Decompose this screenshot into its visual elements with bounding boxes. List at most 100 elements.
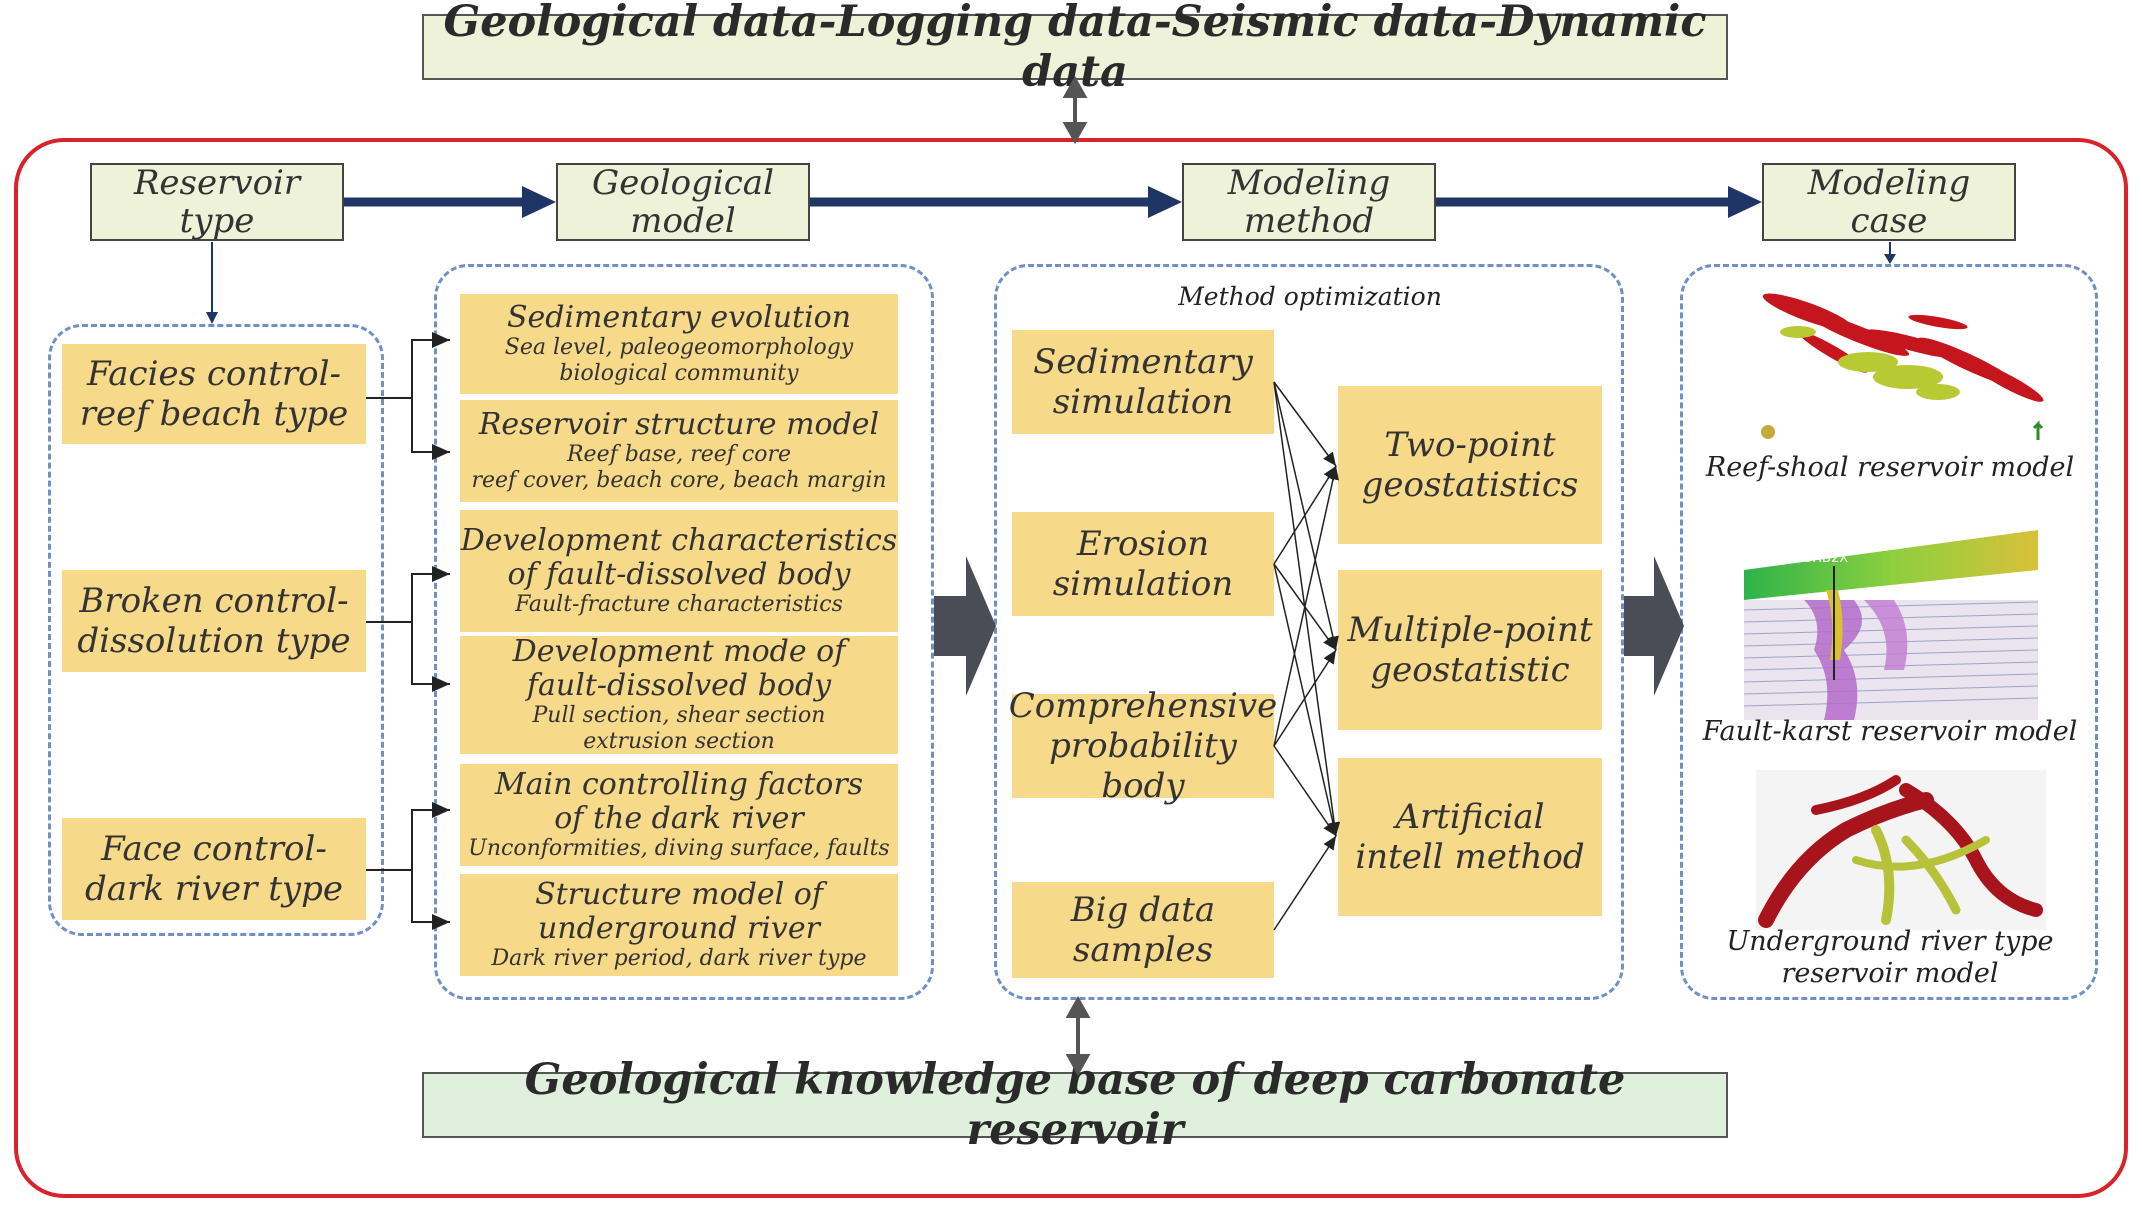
- header-modeling-method: Modeling method: [1182, 163, 1436, 241]
- bottom-double-arrow: [1065, 995, 1091, 1077]
- reef-shoal-marker: [1761, 425, 1775, 439]
- input-1-line1: Erosion: [1076, 524, 1210, 564]
- dissolution-line1: Broken control-: [79, 581, 349, 621]
- geo-model-underground-river: Structure model of underground river Dar…: [460, 874, 898, 976]
- header-modeling-case: Modeling case: [1762, 163, 2016, 241]
- geo-model-0-title: Sedimentary evolution: [506, 300, 852, 335]
- big-arrow-to-methods: [934, 556, 996, 696]
- geo-model-5-title2: underground river: [538, 911, 820, 946]
- branch-connectors: [366, 332, 450, 930]
- method-0-line1: Two-point: [1384, 425, 1556, 465]
- geo-model-3-sub2: extrusion section: [583, 729, 775, 754]
- input-0-line1: Sedimentary: [1033, 342, 1253, 382]
- geo-model-0-sub2: biological community: [559, 361, 799, 386]
- geo-model-3-sub1: Pull section, shear section: [532, 703, 826, 728]
- input-big-data: Big data samples: [1012, 882, 1274, 978]
- geo-model-1-title: Reservoir structure model: [478, 407, 880, 442]
- dark-river-line2: dark river type: [85, 869, 343, 909]
- header-geological-model: Geological model: [556, 163, 810, 241]
- fault-karst-well-label: SHB2X: [1804, 551, 1848, 566]
- input-3-line2: samples: [1072, 930, 1214, 970]
- caption-underground-river-line2: reservoir model: [1781, 958, 1999, 989]
- caption-reef-shoal: Reef-shoal reservoir model: [1690, 448, 2090, 488]
- method-1-line1: Multiple-point: [1347, 610, 1593, 650]
- caption-reef-shoal-text: Reef-shoal reservoir model: [1705, 452, 2075, 483]
- underground-river-model-image: [1756, 770, 2046, 930]
- big-arrow-to-cases: [1624, 556, 1684, 696]
- method-2-line2: intell method: [1355, 837, 1585, 877]
- input-erosion-simulation: Erosion simulation: [1012, 512, 1274, 616]
- geo-model-fault-dissolved-characteristics: Development characteristics of fault-dis…: [460, 510, 898, 632]
- dissolution-line2: dissolution type: [77, 621, 351, 661]
- geo-model-reservoir-structure: Reservoir structure model Reef base, ree…: [460, 400, 898, 502]
- geo-model-fault-dissolved-mode: Development mode of fault-dissolved body…: [460, 634, 898, 754]
- method-optimization-text: Method optimization: [1178, 281, 1442, 311]
- geo-model-0-sub1: Sea level, paleogeomorphology: [504, 335, 854, 360]
- input-1-line2: simulation: [1052, 564, 1234, 604]
- geological-model-group: [434, 264, 934, 1000]
- method-multiple-point: Multiple-point geostatistic: [1338, 570, 1602, 730]
- underground-river-background: [1756, 770, 2046, 930]
- reservoir-type-dark-river: Face control- dark river type: [62, 818, 366, 920]
- top-double-arrow: [1062, 75, 1088, 145]
- caption-fault-karst: Fault-karst reservoir model: [1690, 712, 2090, 752]
- method-0-line2: geostatistics: [1361, 465, 1579, 505]
- header-down-arrows: [206, 242, 1896, 324]
- dark-river-line1: Face control-: [101, 829, 327, 869]
- header-geological-model-line1: Geological: [592, 163, 774, 203]
- modeling-method-group: [994, 264, 1624, 1000]
- geo-model-2-title2: of fault-dissolved body: [507, 557, 851, 592]
- geo-model-3-title2: fault-dissolved body: [526, 668, 832, 703]
- caption-fault-karst-text: Fault-karst reservoir model: [1702, 716, 2078, 747]
- knowledge-base-banner: Geological knowledge base of deep carbon…: [422, 1055, 1728, 1155]
- underground-river-red-channels: [1758, 775, 2043, 928]
- geo-model-5-title1: Structure model of: [535, 877, 823, 912]
- reef-beach-line2: reef beach type: [79, 394, 349, 434]
- modeling-case-group: [1680, 264, 2098, 1000]
- method-optimization-label: Method optimization: [1110, 276, 1510, 316]
- reef-shoal-well-arrow: [2032, 420, 2044, 440]
- method-connection-lines: [1273, 381, 1341, 931]
- input-comprehensive-probability: Comprehensive probability body: [1009, 686, 1277, 806]
- geo-model-5-sub1: Dark river period, dark river type: [491, 946, 867, 971]
- reef-shoal-green-bodies: [1780, 326, 1960, 400]
- workflow-frame: [14, 138, 2128, 1198]
- underground-river-green-channels: [1852, 825, 1990, 925]
- caption-underground-river: Underground river type reservoir model: [1690, 926, 2090, 990]
- method-2-line1: Artificial: [1395, 797, 1545, 837]
- reservoir-type-reef-beach: Facies control- reef beach type: [62, 344, 366, 444]
- header-modeling-case-label: Modeling case: [1807, 163, 1971, 241]
- geo-model-sedimentary-evolution: Sedimentary evolution Sea level, paleoge…: [460, 294, 898, 394]
- geo-model-4-sub1: Unconformities, diving surface, faults: [468, 836, 890, 861]
- geo-model-4-title1: Main controlling factors: [494, 767, 864, 802]
- method-1-line2: geostatistic: [1370, 650, 1570, 690]
- geo-model-1-sub1: Reef base, reef core: [566, 442, 792, 467]
- header-modeling-method-line1: Modeling: [1227, 163, 1391, 203]
- fault-karst-model-image: SHB2X: [1744, 530, 2038, 720]
- header-flow-arrows: [344, 186, 1762, 218]
- geo-model-4-title2: of the dark river: [554, 801, 804, 836]
- reef-shoal-model-image: [1738, 282, 2058, 442]
- caption-underground-river-line1: Underground river type: [1726, 926, 2054, 957]
- reef-beach-line1: Facies control-: [86, 354, 341, 394]
- data-sources-banner: Geological data-Logging data-Seismic dat…: [422, 0, 1728, 97]
- geo-model-dark-river-factors: Main controlling factors of the dark riv…: [460, 764, 898, 866]
- input-2-line2: probability body: [1049, 726, 1237, 806]
- geo-model-1-sub2: reef cover, beach core, beach margin: [471, 468, 887, 493]
- fault-karst-purple-body-2: [1864, 600, 1908, 670]
- method-artificial-intelligence: Artificial intell method: [1338, 758, 1602, 916]
- header-modeling-method-line2: method: [1243, 201, 1375, 241]
- reef-shoal-bodies: [1762, 293, 2044, 402]
- input-sedimentary-simulation: Sedimentary simulation: [1012, 330, 1274, 434]
- geo-model-2-title1: Development characteristics: [460, 523, 898, 558]
- header-reservoir-type: Reservoir type: [90, 163, 344, 241]
- input-3-line1: Big data: [1070, 890, 1216, 930]
- header-geological-model-line2: model: [630, 201, 736, 241]
- geo-model-3-title1: Development mode of: [512, 634, 846, 669]
- method-two-point: Two-point geostatistics: [1338, 386, 1602, 544]
- header-reservoir-type-label: Reservoir type: [133, 163, 301, 241]
- reservoir-type-dissolution: Broken control- dissolution type: [62, 570, 366, 672]
- fault-karst-top-surface: [1744, 530, 2038, 600]
- input-0-line2: simulation: [1052, 382, 1234, 422]
